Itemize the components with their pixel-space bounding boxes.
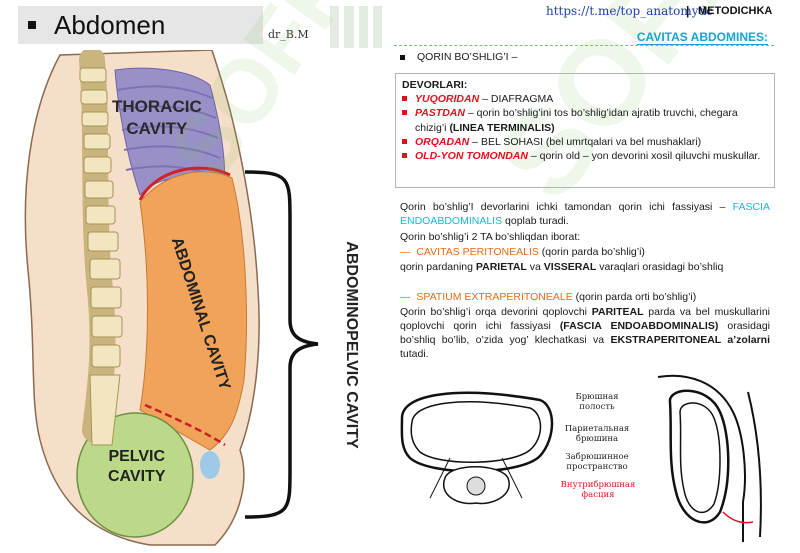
label-parietalnaya-bryushina: Париетальная брюшина	[564, 424, 630, 444]
devorlari-heading: DEVORLARI:	[402, 79, 468, 91]
sagittal-section-diagram	[657, 374, 762, 542]
decorative-stripes	[330, 6, 382, 48]
visseral-term: VISSERAL	[543, 261, 597, 273]
label-vnutribryushnaya-fascia: Внутрибрюшная фасция	[560, 480, 636, 500]
abdominopelvic-cavity-label: ABDOMINOPELVIC CAVITY	[343, 241, 360, 449]
paragraph-fascia: Qorin bo’shlig’I devorlarini ichki tamon…	[400, 200, 770, 228]
qorin-heading-text: QORIN BO’SHLIG’I –	[417, 51, 518, 63]
page-title: Abdomen	[54, 9, 166, 40]
qorin-heading: QORIN BO’SHLIG’I –	[400, 51, 517, 63]
red-bullet-icon	[402, 110, 407, 116]
p6-text: Qorin bo’shlig’i orqa devorini qoplovchi	[400, 306, 592, 318]
paragraph-spatium: — SPATIUM EXTRAPERITONEALE (qorin parda …	[400, 290, 696, 304]
p4-and: va	[526, 261, 544, 273]
fascia-term: FASCIA ENDOABDOMINALIS	[400, 201, 770, 227]
p6-text-end: tutadi.	[400, 348, 429, 360]
abdominopelvic-anatomy-illustration	[24, 50, 319, 546]
devor-item: ORQADAN – BEL SOHASI (bel umrtqalari va …	[402, 135, 768, 149]
devor-text: DIAFRAGMA	[490, 93, 554, 106]
p1-text: Qorin bo’shlig’I devorlarini ichki tamon…	[400, 201, 733, 213]
red-bullet-icon	[402, 138, 407, 144]
paragraph-two-cavities: Qorin bo’shlig’i 2 TA bo’shliqdan iborat…	[400, 231, 581, 243]
abdominopelvic-bracket	[244, 170, 319, 519]
bullet-icon	[400, 54, 405, 60]
cavitas-peritonealis-term: CAVITAS PERITONEALIS	[416, 246, 539, 258]
devor-bold: (LINEA TERMINALIS)	[449, 121, 555, 134]
devor-text: BEL SOHASI (bel umrtqalari va bel mushak…	[480, 135, 702, 148]
paragraph-extraperitoneal: Qorin bo’shlig’i orqa devorini qoplovchi…	[400, 305, 770, 361]
devor-dash: –	[464, 107, 477, 120]
thoracic-label-line2: CAVITY	[126, 119, 188, 138]
dash: —	[400, 246, 411, 258]
parietal-term: PARIETAL	[475, 261, 527, 273]
pelvic-label-line1: PELVIC	[108, 448, 166, 465]
devor-dash: –	[527, 150, 540, 163]
devor-key: PASTDAN	[415, 107, 465, 120]
devor-key: ORQADAN	[415, 135, 470, 148]
devor-key: OLD-YON TOMONDAN	[415, 150, 528, 163]
p6-text-mid2: orasidagi bo’shliq bo’lib, o’zida yog’ k…	[400, 320, 770, 346]
devor-dash: –	[479, 93, 491, 106]
divider-line	[394, 45, 774, 46]
cross-section-diagram	[400, 391, 554, 505]
title-bar: Abdomen	[18, 6, 263, 44]
label-zabryushinnoe: Забрюшинное пространство	[565, 452, 629, 472]
title-bullet	[28, 21, 36, 29]
devorlari-box: DEVORLARI: YUQORIDAN – DIAFRAGMA PASTDAN…	[395, 73, 775, 188]
thoracic-label-line1: THORACIC	[112, 97, 202, 116]
devor-text: qorin old – yon devorini xosil qiluvchi …	[539, 150, 761, 163]
header-separator: |	[686, 4, 690, 18]
header-brand: METODICHKA	[698, 5, 773, 17]
fascia-endoabdominalis-term: (FASCIA ENDOABDOMINALIS)	[559, 320, 719, 332]
dash: —	[400, 291, 411, 303]
devor-dash: –	[469, 135, 481, 148]
devor-item: OLD-YON TOMONDAN – qorin old – yon devor…	[402, 149, 768, 163]
devor-item: PASTDAN – qorin bo’shlig’ini tos bo’shli…	[402, 106, 768, 134]
p1-text-end: qoplab turadi.	[502, 215, 569, 227]
p4-text: qorin pardaning	[400, 261, 476, 273]
label-bryushnaya-polost: Брюшная полость	[575, 392, 619, 412]
ekstraperitoneal-term: EKSTRAPERITONEAL a’zolarni	[610, 334, 770, 346]
author-signature: dr_B.M	[268, 28, 309, 41]
devor-key: YUQORIDAN	[415, 93, 480, 106]
p5-rest: (qorin parda orti bo’shlig’i)	[572, 291, 697, 303]
bladder	[200, 451, 220, 479]
diaphragm-line	[138, 166, 231, 201]
devor-item: YUQORIDAN – DIAFRAGMA	[402, 92, 768, 106]
red-bullet-icon	[402, 153, 407, 159]
thoracic-cavity-label: THORACIC CAVITY	[112, 96, 202, 140]
p4-text-end: varaqlari orasidagi bo’shliq	[596, 261, 724, 273]
vertebral-column	[79, 50, 123, 446]
telegram-link[interactable]: https://t.me/top_anatomydc	[546, 4, 713, 18]
pariteal-term: PARITEAL	[591, 306, 644, 318]
red-bullet-icon	[402, 96, 407, 102]
paragraph-cavitas-peritonealis: — CAVITAS PERITONEALIS (qorin parda bo’s…	[400, 245, 645, 259]
section-title: CAVITAS ABDOMINES:	[636, 30, 768, 45]
spatium-term: SPATIUM EXTRAPERITONEALE	[416, 291, 573, 303]
pelvic-label-line2: CAVITY	[108, 468, 166, 485]
pelvic-boundary-line	[144, 403, 226, 447]
pelvic-cavity-label: PELVIC CAVITY	[108, 447, 165, 487]
p3-rest: (qorin parda bo’shlig’i)	[538, 246, 645, 258]
abdominal-cavity-region	[139, 171, 248, 451]
paragraph-parietal-visseral: qorin pardaning PARIETAL va VISSERAL var…	[400, 260, 723, 274]
devor-text: qorin bo’shlig’ini tos bo’shlig’idan ajr…	[415, 107, 738, 134]
p6-text-mid: parda va bel muskullarini qoplovchi qori…	[400, 306, 770, 332]
